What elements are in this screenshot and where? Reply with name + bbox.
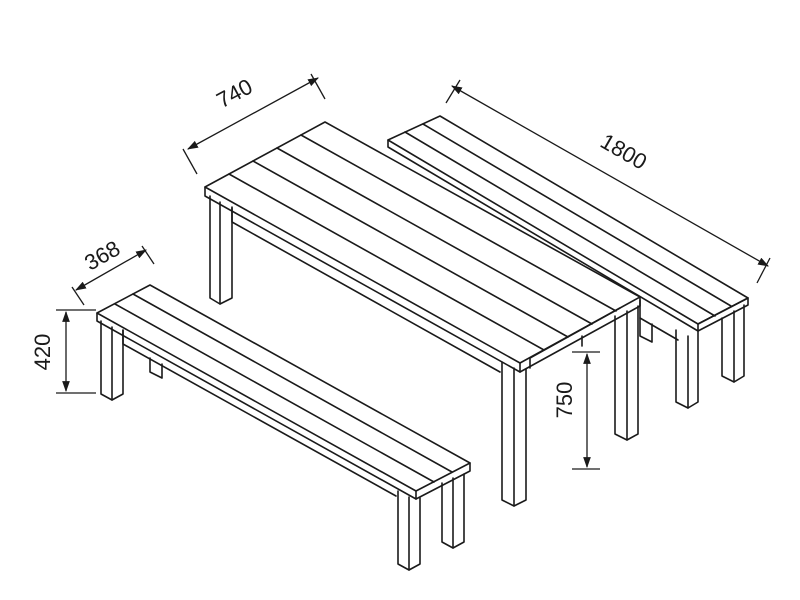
extension-line xyxy=(182,148,198,175)
front-bench-apron xyxy=(122,329,397,497)
back-bench-leg xyxy=(687,330,699,409)
front-bench-apron xyxy=(149,357,163,379)
table-slat-line xyxy=(252,160,569,338)
front-bench xyxy=(96,284,471,571)
dimension-line xyxy=(451,85,769,267)
front-bench-slat-line xyxy=(114,303,435,483)
back-bench-leg xyxy=(675,329,689,409)
dimension-line xyxy=(187,77,319,150)
back-bench-edge xyxy=(697,297,749,332)
table-slat-line xyxy=(276,147,593,325)
dimension-table-height: 750 xyxy=(552,351,600,470)
extension-line xyxy=(141,245,155,265)
extension-line xyxy=(445,79,461,104)
back-bench-leg xyxy=(639,317,653,343)
dimension-label-750: 750 xyxy=(552,382,577,419)
dimension-table-width: 740 xyxy=(182,73,326,175)
table xyxy=(204,121,641,507)
front-bench-edge xyxy=(96,312,417,500)
back-bench-apron xyxy=(639,299,679,341)
table-apron xyxy=(529,307,621,369)
extension-line xyxy=(756,257,771,284)
dimension-bench-width: 368 xyxy=(71,235,155,306)
dimension-label-740: 740 xyxy=(212,74,256,113)
table-slat-line xyxy=(300,134,617,312)
front-bench-top xyxy=(96,284,471,492)
back-bench-slat-line xyxy=(404,131,716,317)
dimension-label-368: 368 xyxy=(80,235,124,275)
table-edge-side xyxy=(519,296,641,373)
table-edge-front xyxy=(204,186,521,373)
table-leg xyxy=(209,195,233,305)
front-bench-edge xyxy=(415,462,471,500)
dimension-line xyxy=(75,249,147,291)
dimension-label-1800: 1800 xyxy=(596,128,651,174)
table-apron xyxy=(231,206,501,373)
front-bench-slat-line xyxy=(132,293,453,473)
dimension-label-420: 420 xyxy=(30,334,55,371)
back-bench-slat-line xyxy=(422,123,732,307)
table-slat-line xyxy=(228,173,545,351)
extension-line xyxy=(71,286,85,306)
dimension-bench-height: 420 xyxy=(30,309,96,394)
back-bench xyxy=(387,115,749,409)
extension-line xyxy=(310,73,326,100)
